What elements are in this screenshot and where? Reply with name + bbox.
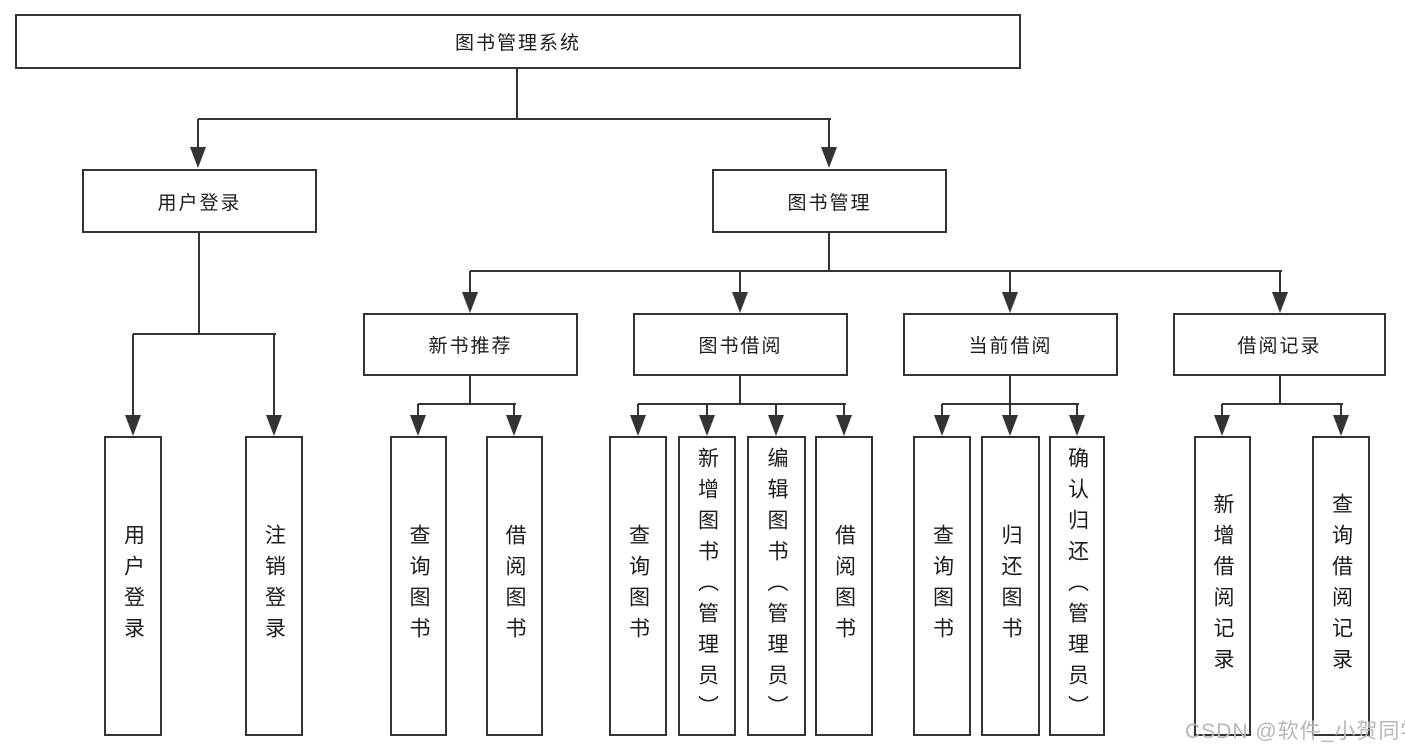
arrow-down-icon	[462, 292, 478, 313]
connector-vline	[198, 233, 200, 334]
leaf-label-edit-books-admin: 编辑图书（管理员）	[765, 446, 788, 726]
connector-hline	[638, 403, 846, 405]
arrow-down-icon	[732, 292, 748, 313]
node-label-book-management: 图书管理	[787, 192, 872, 214]
arrow-down-icon	[266, 415, 282, 436]
leaf-label-query-books-2: 查询图书	[626, 524, 650, 648]
arrow-down-icon	[768, 415, 784, 436]
leaf-label-confirm-return-admin: 确认归还（管理员）	[1065, 446, 1089, 726]
connector-vline	[469, 271, 471, 293]
connector-vline	[843, 404, 845, 416]
arrow-down-icon	[1002, 415, 1018, 436]
connector-vline	[1009, 376, 1011, 404]
arrow-down-icon	[934, 415, 950, 436]
leaf-label-return-books: 归还图书	[999, 524, 1022, 648]
leaf-add-books-admin: 新增图书（管理员）	[678, 436, 736, 736]
leaf-label-query-borrow-record: 查询借阅记录	[1329, 493, 1353, 679]
connector-hline	[133, 333, 276, 335]
node-user-login: 用户登录	[82, 169, 317, 233]
connector-vline	[941, 404, 943, 416]
leaf-label-borrow-books-2: 借阅图书	[832, 524, 856, 648]
node-new-book-recommend: 新书推荐	[363, 313, 578, 376]
leaf-query-borrow-record: 查询借阅记录	[1312, 436, 1370, 736]
arrow-down-icon	[836, 415, 852, 436]
connector-vline	[132, 334, 134, 416]
node-label-new-book-recommend: 新书推荐	[428, 336, 513, 357]
leaf-label-query-books-3: 查询图书	[930, 524, 954, 648]
connector-vline	[273, 334, 275, 416]
arrow-down-icon	[821, 147, 837, 168]
leaf-query-books-2: 查询图书	[609, 436, 667, 736]
connector-vline	[1009, 404, 1011, 416]
node-current-borrowing: 当前借阅	[903, 313, 1118, 376]
node-label-book-borrowing: 图书借阅	[698, 336, 783, 357]
node-library-system: 图书管理系统	[15, 14, 1021, 69]
connector-vline	[513, 404, 515, 416]
leaf-label-logout: 注销登录	[262, 524, 286, 648]
arrow-down-icon	[1069, 415, 1085, 436]
leaf-edit-books-admin: 编辑图书（管理员）	[747, 436, 806, 736]
connector-vline	[637, 404, 639, 416]
arrow-down-icon	[1272, 292, 1288, 313]
leaf-label-add-books-admin: 新增图书（管理员）	[695, 446, 719, 726]
leaf-add-borrow-record: 新增借阅记录	[1194, 436, 1251, 736]
arrow-down-icon	[506, 415, 522, 436]
leaf-logout: 注销登录	[245, 436, 303, 736]
node-book-borrowing: 图书借阅	[633, 313, 848, 376]
connector-vline	[1279, 271, 1281, 293]
connector-vline	[1279, 376, 1281, 404]
connector-vline	[197, 119, 199, 149]
connector-vline	[1009, 271, 1011, 293]
connector-vline	[469, 376, 471, 404]
arrow-down-icon	[410, 415, 426, 436]
node-book-management: 图书管理	[712, 169, 947, 233]
connector-hline	[470, 270, 1282, 272]
arrow-down-icon	[125, 415, 141, 436]
connector-vline	[1076, 404, 1078, 416]
arrow-down-icon	[190, 147, 206, 168]
connector-vline	[739, 271, 741, 293]
connector-hline	[1222, 403, 1343, 405]
node-borrowing-records: 借阅记录	[1173, 313, 1386, 376]
connector-vline	[706, 404, 708, 416]
leaf-confirm-return-admin: 确认归还（管理员）	[1049, 436, 1105, 736]
arrow-down-icon	[699, 415, 715, 436]
connector-vline	[1340, 404, 1342, 416]
connector-vline	[1221, 404, 1223, 416]
connector-vline	[828, 233, 830, 271]
watermark: CSDN @软件_小贺同学	[1185, 720, 1405, 743]
leaf-label-query-books-1: 查询图书	[407, 524, 430, 648]
leaf-return-books: 归还图书	[981, 436, 1040, 736]
leaf-borrow-books-1: 借阅图书	[486, 436, 543, 736]
leaf-label-borrow-books-1: 借阅图书	[503, 524, 526, 648]
arrow-down-icon	[1333, 415, 1349, 436]
arrow-down-icon	[1002, 292, 1018, 313]
connector-vline	[775, 404, 777, 416]
connector-vline	[417, 404, 419, 416]
arrow-down-icon	[1214, 415, 1230, 436]
leaf-query-books-3: 查询图书	[913, 436, 971, 736]
leaf-user-login: 用户登录	[104, 436, 162, 736]
arrow-down-icon	[630, 415, 646, 436]
node-label-current-borrowing: 当前借阅	[968, 336, 1053, 357]
connector-vline	[828, 119, 830, 149]
connector-hline	[198, 118, 831, 120]
connector-hline	[942, 403, 1079, 405]
node-label-library-system: 图书管理系统	[454, 33, 581, 54]
leaf-borrow-books-2: 借阅图书	[815, 436, 873, 736]
leaf-label-add-borrow-record: 新增借阅记录	[1211, 493, 1234, 679]
leaf-query-books-1: 查询图书	[390, 436, 447, 736]
connector-vline	[739, 376, 741, 404]
node-label-user-login: 用户登录	[157, 192, 242, 214]
node-label-borrowing-records: 借阅记录	[1237, 336, 1322, 357]
connector-vline	[516, 69, 518, 119]
leaf-label-user-login: 用户登录	[121, 524, 145, 648]
connector-hline	[418, 403, 516, 405]
